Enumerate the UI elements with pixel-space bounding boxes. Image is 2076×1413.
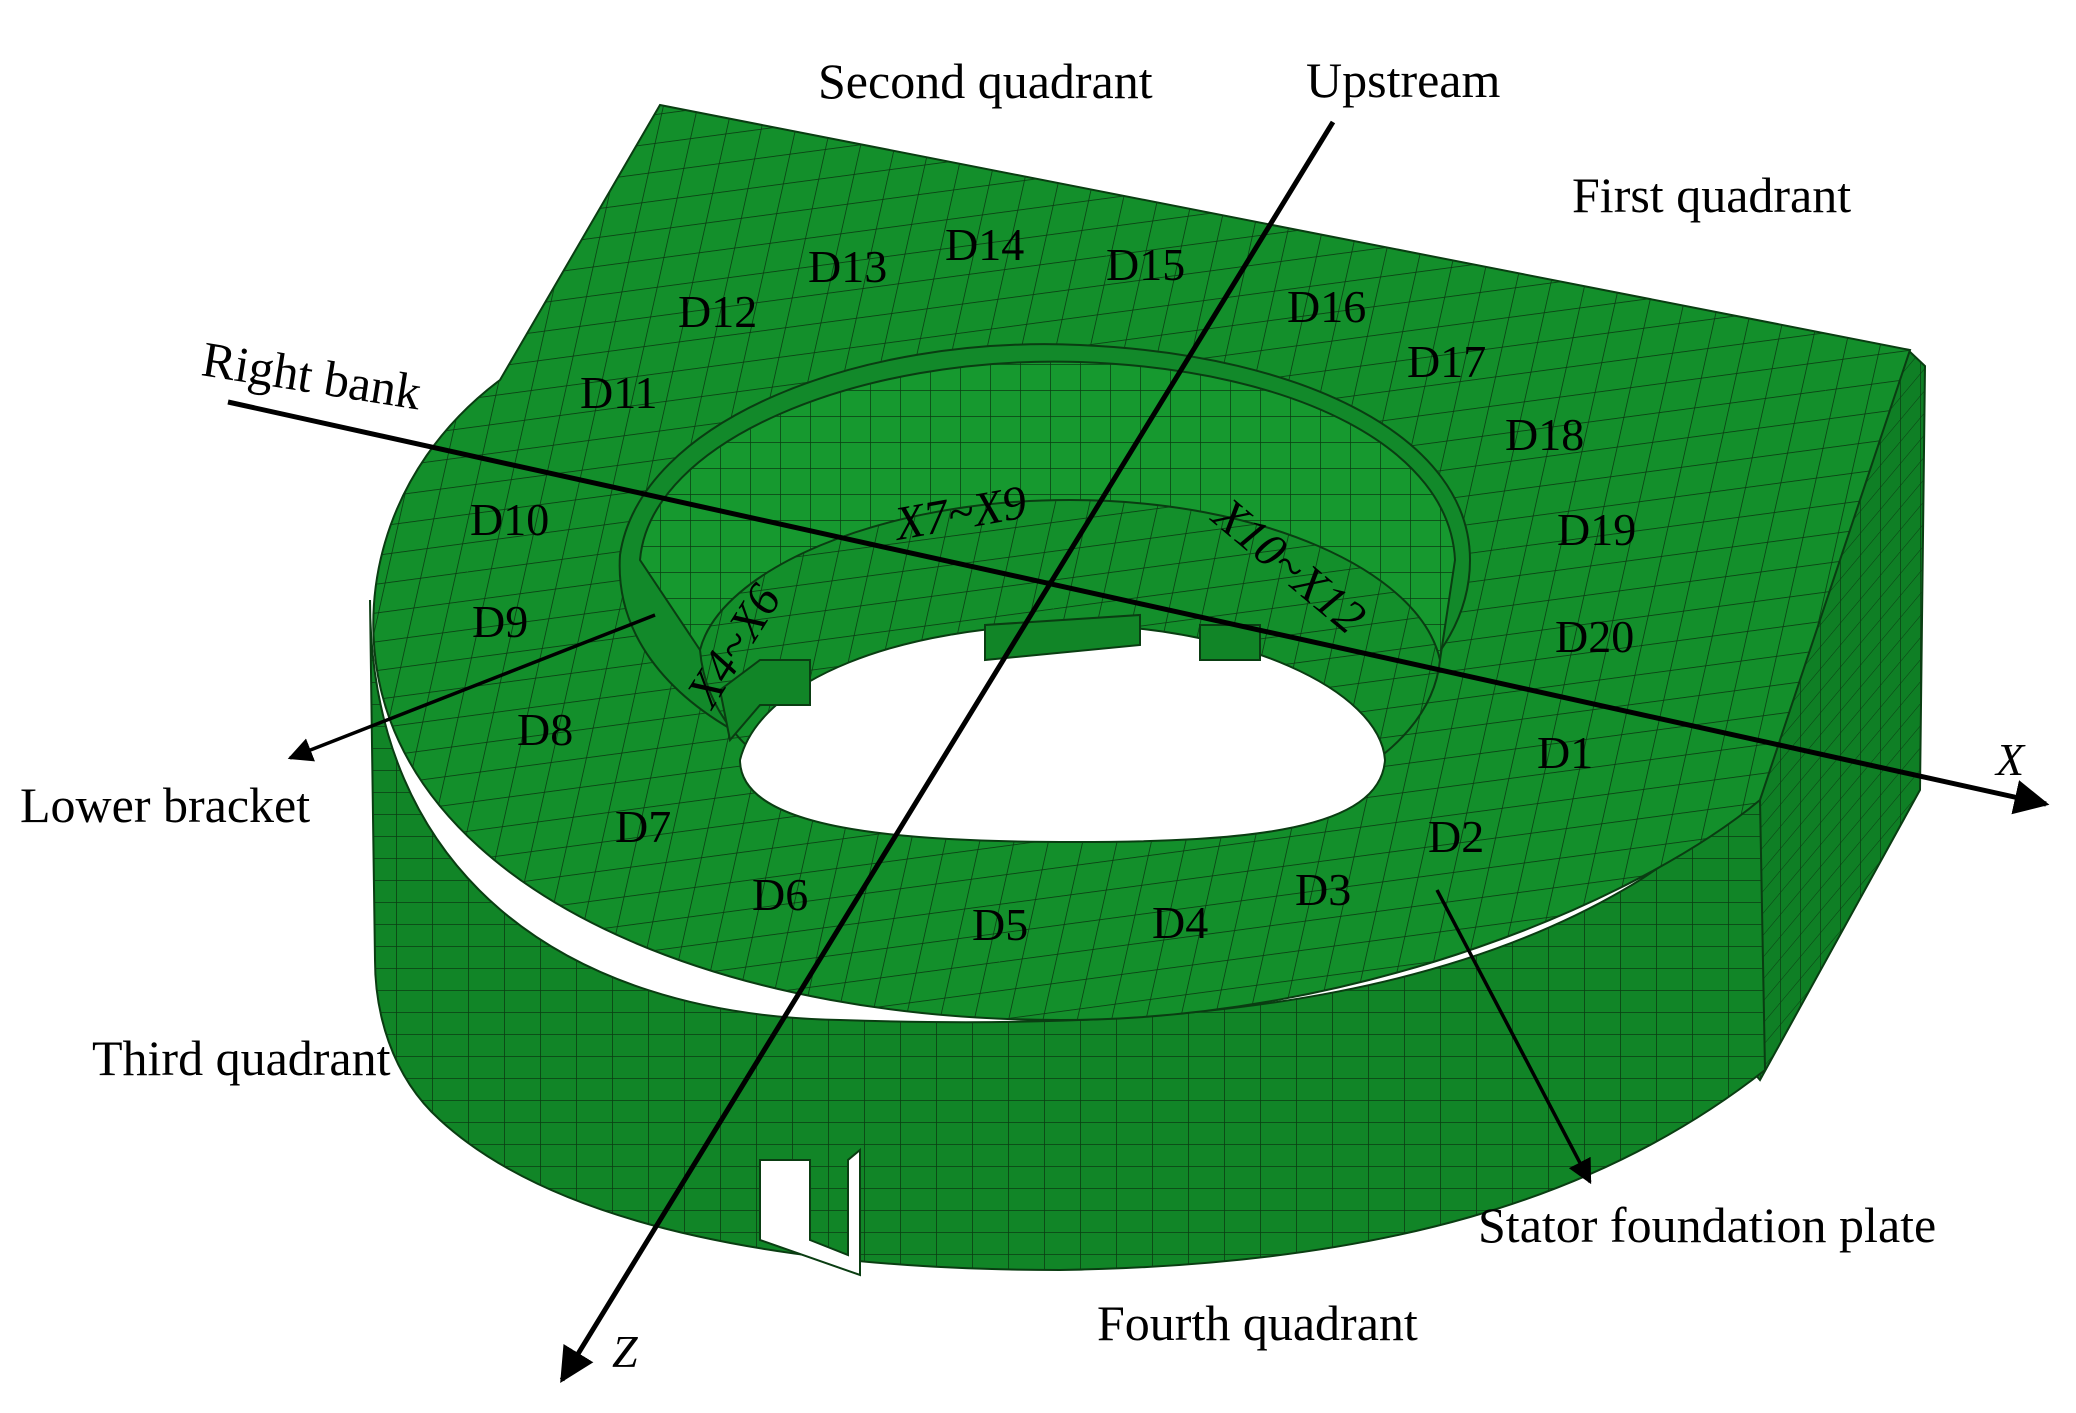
point-d20: D20 — [1555, 611, 1634, 662]
mesh-block — [369, 103, 1927, 1277]
point-d10: D10 — [470, 494, 549, 545]
lower-bracket-label: Lower bracket — [20, 777, 310, 833]
stator-plate-leader — [1435, 889, 1592, 1185]
point-d2: D2 — [1428, 811, 1484, 862]
point-d7: D7 — [615, 801, 671, 852]
point-d16: D16 — [1287, 281, 1366, 332]
stator-foundation-plate-label: Stator foundation plate — [1478, 1197, 1936, 1253]
point-d4: D4 — [1152, 897, 1208, 948]
point-d5: D5 — [972, 899, 1028, 950]
measurement-point-labels: D1 D2 D3 D4 D5 D6 D7 D8 D9 D10 D11 D12 D… — [470, 219, 1636, 950]
point-d17: D17 — [1407, 336, 1486, 387]
point-d19: D19 — [1557, 504, 1636, 555]
point-d9: D9 — [472, 596, 528, 647]
second-quadrant-label: Second quadrant — [818, 53, 1153, 109]
upstream-z-axis — [559, 120, 1336, 1383]
quadrant-labels: Second quadrant First quadrant Third qua… — [92, 53, 1851, 1351]
point-d1: D1 — [1537, 727, 1593, 778]
point-d3: D3 — [1295, 864, 1351, 915]
first-quadrant-label: First quadrant — [1572, 167, 1851, 223]
point-d12: D12 — [678, 286, 757, 337]
point-d13: D13 — [808, 241, 887, 292]
hole-lug-left — [718, 659, 811, 743]
fourth-quadrant-label: Fourth quadrant — [1097, 1295, 1418, 1351]
lower-bracket-leader — [287, 613, 656, 762]
point-d15: D15 — [1106, 239, 1185, 290]
upstream-label: Upstream — [1306, 52, 1500, 108]
point-d18: D18 — [1505, 409, 1584, 460]
outer-wall — [369, 599, 1767, 1272]
right-bank-x-axis — [227, 399, 2050, 815]
component-labels: Lower bracket Stator foundation plate — [20, 777, 1936, 1253]
right-bank-label: Right bank — [198, 331, 425, 421]
point-d14: D14 — [945, 219, 1024, 270]
z-axis-label: Z — [612, 1326, 638, 1377]
x-axis-label: X — [1994, 734, 2026, 785]
third-quadrant-label: Third quadrant — [92, 1030, 391, 1086]
front-notch — [759, 1147, 861, 1277]
axes — [227, 120, 2050, 1383]
point-d6: D6 — [752, 869, 808, 920]
central-hole — [738, 623, 1387, 844]
point-d8: D8 — [517, 704, 573, 755]
point-d11: D11 — [580, 367, 658, 418]
